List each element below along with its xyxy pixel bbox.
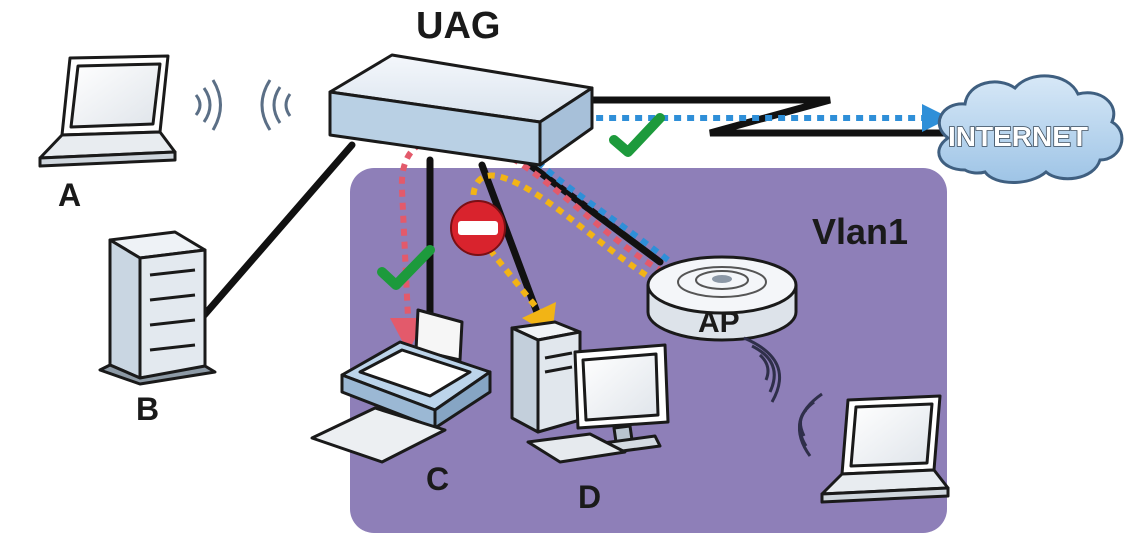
ap-label: AP bbox=[698, 306, 740, 339]
label-c: C bbox=[426, 461, 449, 497]
check-icon bbox=[377, 245, 435, 290]
printer-icon bbox=[310, 308, 492, 464]
internet-label: INTERNET bbox=[948, 121, 1088, 152]
cloud-icon bbox=[937, 74, 1124, 184]
laptop-icon bbox=[38, 54, 177, 168]
vlan-label: Vlan1 bbox=[812, 211, 908, 252]
label-d: D bbox=[578, 479, 601, 515]
cable-server bbox=[196, 141, 356, 324]
check-icon bbox=[609, 113, 665, 157]
server-icon bbox=[98, 230, 217, 386]
uag-label: UAG bbox=[416, 5, 500, 47]
label-b: B bbox=[136, 391, 159, 427]
cable-pc bbox=[478, 161, 542, 319]
access-point-icon bbox=[646, 255, 798, 342]
label-a: A bbox=[58, 177, 81, 213]
wireless-wave-icon bbox=[194, 79, 292, 131]
laptop-icon bbox=[820, 394, 950, 504]
blue-arrowhead bbox=[922, 104, 950, 132]
desktop-pc-icon bbox=[510, 320, 670, 464]
cable-ap bbox=[526, 161, 664, 266]
no-entry-icon bbox=[450, 200, 506, 256]
router-icon bbox=[328, 53, 594, 167]
wireless-wave-icon bbox=[743, 336, 823, 457]
